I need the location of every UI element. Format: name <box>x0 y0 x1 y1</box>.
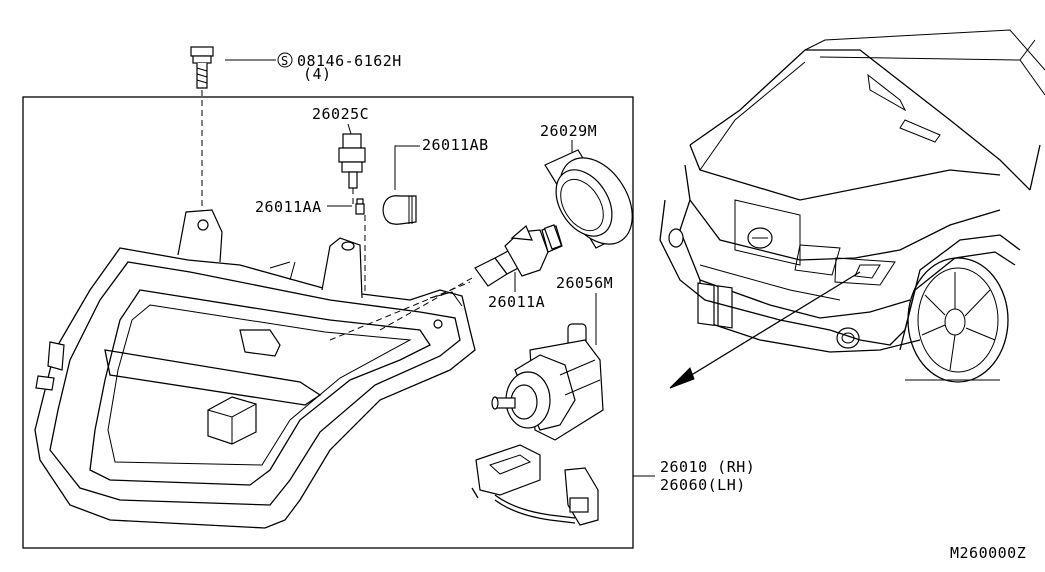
harness-drawing <box>471 444 599 526</box>
bulb-cap-drawing <box>544 149 633 249</box>
label-26010-rh: 26010 (RH) <box>660 458 755 476</box>
bolt-drawing <box>190 46 214 225</box>
headlamp-housing-drawing <box>34 209 476 529</box>
headlamp-bulb-drawing <box>474 224 563 287</box>
small-bulb-drawing <box>355 198 365 215</box>
label-bolt-number: 08146-6162H <box>297 52 402 70</box>
label-26025c: 26025C <box>312 105 369 123</box>
figure-code: M260000Z <box>950 544 1026 562</box>
s-symbol-circle <box>277 52 293 68</box>
label-26060-lh: 26060(LH) <box>660 476 746 494</box>
s-symbol: S <box>281 54 288 68</box>
label-bolt-qty: (4) <box>303 65 332 83</box>
vehicle-front-drawing <box>659 29 1045 383</box>
label-26056m: 26056M <box>556 274 613 292</box>
label-26029m: 26029M <box>540 122 597 140</box>
label-26011aa: 26011AA <box>255 198 322 216</box>
socket-drawing <box>338 133 366 189</box>
label-26011ab: 26011AB <box>422 136 489 154</box>
leveling-motor-drawing <box>491 323 604 441</box>
label-26011a: 26011A <box>488 293 545 311</box>
side-marker-bulb-drawing <box>382 195 417 225</box>
callout-arrow <box>669 271 861 389</box>
assembly-frame <box>22 96 634 549</box>
